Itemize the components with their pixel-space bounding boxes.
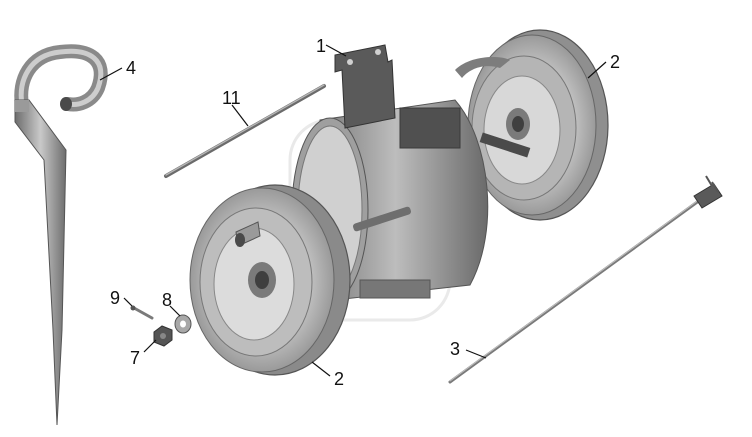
crank-handle (14, 44, 108, 426)
callouts: 1 2 4 11 2 3 9 8 7 (110, 36, 620, 389)
cable-with-plug (448, 175, 723, 384)
bracket (334, 44, 396, 129)
callout-nut: 7 (130, 348, 140, 368)
axle-rod (164, 84, 326, 178)
washer (174, 314, 192, 334)
callout-wheel-left: 2 (334, 369, 344, 389)
callout-axle-rod: 11 (222, 88, 241, 108)
callout-wheel-right: 2 (610, 52, 620, 72)
leader-lines (99, 44, 607, 377)
nut (153, 325, 173, 347)
callout-washer: 8 (162, 290, 172, 310)
bolt (130, 305, 154, 320)
callout-bolt: 9 (110, 288, 120, 308)
callout-bracket: 1 (316, 36, 326, 56)
callout-crank-handle: 4 (126, 58, 136, 78)
wheel-right (455, 29, 609, 221)
wheel-left (189, 184, 351, 376)
callout-cable: 3 (450, 339, 460, 359)
